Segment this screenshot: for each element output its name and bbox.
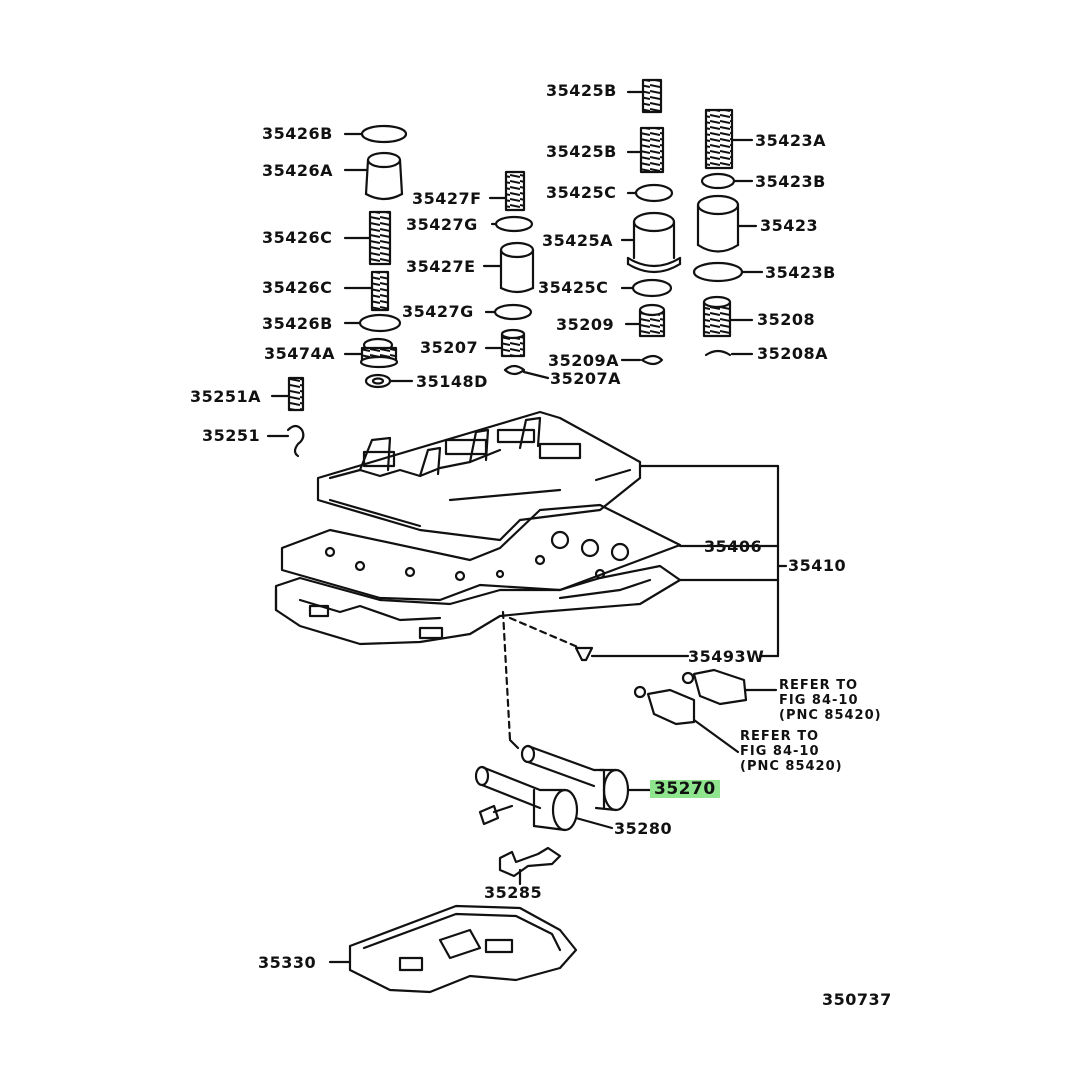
label-35270-highlighted: 35270 (650, 780, 720, 798)
label-35280: 35280 (614, 819, 673, 838)
refer-note-upper-line3: (PNC 85420) (779, 708, 882, 723)
label-35425C-top: 35425C (546, 183, 617, 202)
label-35207: 35207 (420, 338, 479, 357)
piston-35426A (343, 151, 404, 201)
refer-note-lower-line2: FIG 84-10 (740, 744, 820, 759)
label-35426C-top: 35426C (262, 228, 333, 247)
label-35426B-bot: 35426B (262, 314, 333, 333)
label-35330: 35330 (258, 953, 317, 972)
ring-35425C-bottom (620, 278, 673, 298)
label-35423A: 35423A (755, 131, 827, 150)
refer-note-upper-line2: FIG 84-10 (779, 693, 859, 708)
label-35285: 35285 (484, 883, 543, 902)
label-35207A: 35207A (550, 369, 622, 388)
plug-35207 (484, 328, 526, 358)
label-35148D: 35148D (416, 372, 488, 391)
refer-note-upper: REFER TO FIG 84-10 (PNC 85420) (779, 678, 882, 723)
bolt-35493W (508, 616, 690, 662)
label-35426B-top: 35426B (262, 124, 333, 143)
label-35425B-mid: 35425B (546, 142, 617, 161)
ring-35426B-bottom (343, 313, 402, 333)
spring-35427F (488, 170, 526, 212)
clip-35207A (503, 364, 550, 380)
clip-35209A (620, 354, 664, 366)
label-35425C-bot: 35425C (538, 278, 609, 297)
plate-35406 (280, 503, 752, 602)
label-35208: 35208 (757, 310, 816, 329)
spring-35251A (270, 376, 305, 412)
clip-35208A (704, 349, 754, 357)
bracket-35285 (498, 846, 562, 886)
figure-number: 350737 (822, 990, 892, 1009)
plug-35209 (624, 303, 666, 338)
ball-35251 (266, 424, 305, 458)
solenoid-35270 (501, 610, 652, 812)
ring-35427G-bottom (484, 303, 533, 321)
label-35423B-top: 35423B (755, 172, 826, 191)
label-35423B-bot: 35423B (765, 263, 836, 282)
label-35251: 35251 (202, 426, 261, 445)
spring-35426C-bottom (343, 270, 390, 312)
label-35425A: 35425A (542, 231, 614, 250)
ring-35425C-top (626, 183, 674, 203)
refer-note-lower-line3: (PNC 85420) (740, 759, 843, 774)
piston-35423 (696, 194, 758, 253)
refer-note-lower: REFER TO FIG 84-10 (PNC 85420) (740, 729, 843, 774)
washer-35148D (364, 373, 414, 389)
spring-35423A (704, 108, 754, 170)
valve-body-upper (316, 410, 642, 542)
label-35209: 35209 (556, 315, 615, 334)
label-35427G-top: 35427G (406, 215, 478, 234)
label-35209A: 35209A (548, 351, 620, 370)
label-35427E: 35427E (406, 257, 476, 276)
solenoid-35280 (474, 765, 614, 832)
label-35410: 35410 (788, 556, 847, 575)
label-35425B-top: 35425B (546, 81, 617, 100)
label-35406: 35406 (704, 537, 763, 556)
valve-body-lower (274, 464, 788, 658)
piston-35425A (620, 211, 682, 274)
label-35426C-bot: 35426C (262, 278, 333, 297)
plug-35474A (343, 337, 399, 369)
spring-35425B-top (626, 78, 663, 114)
refer-note-lower-line1: REFER TO (740, 729, 820, 744)
label-35427G-bot: 35427G (402, 302, 474, 321)
solenoid-refer-upper (681, 668, 778, 706)
label-35427F: 35427F (412, 189, 482, 208)
spring-35426C-top (343, 210, 392, 266)
piston-35427E (482, 241, 535, 294)
ring-35427G-top (490, 215, 534, 233)
label-35208A: 35208A (757, 344, 829, 363)
refer-note-upper-line1: REFER TO (779, 678, 859, 693)
label-35493W: 35493W (688, 647, 765, 666)
label-35426A: 35426A (262, 161, 334, 180)
ring-35423B-bottom (692, 261, 764, 283)
oil-strainer-35330 (328, 904, 578, 994)
plug-35208 (702, 295, 754, 338)
solenoid-refer-lower (633, 685, 740, 754)
label-35474A: 35474A (264, 344, 336, 363)
spring-35425B-mid (626, 126, 665, 174)
ring-35426B-top (343, 124, 408, 144)
ring-35423B-top (700, 172, 754, 190)
label-35423: 35423 (760, 216, 819, 235)
label-35251A: 35251A (190, 387, 262, 406)
